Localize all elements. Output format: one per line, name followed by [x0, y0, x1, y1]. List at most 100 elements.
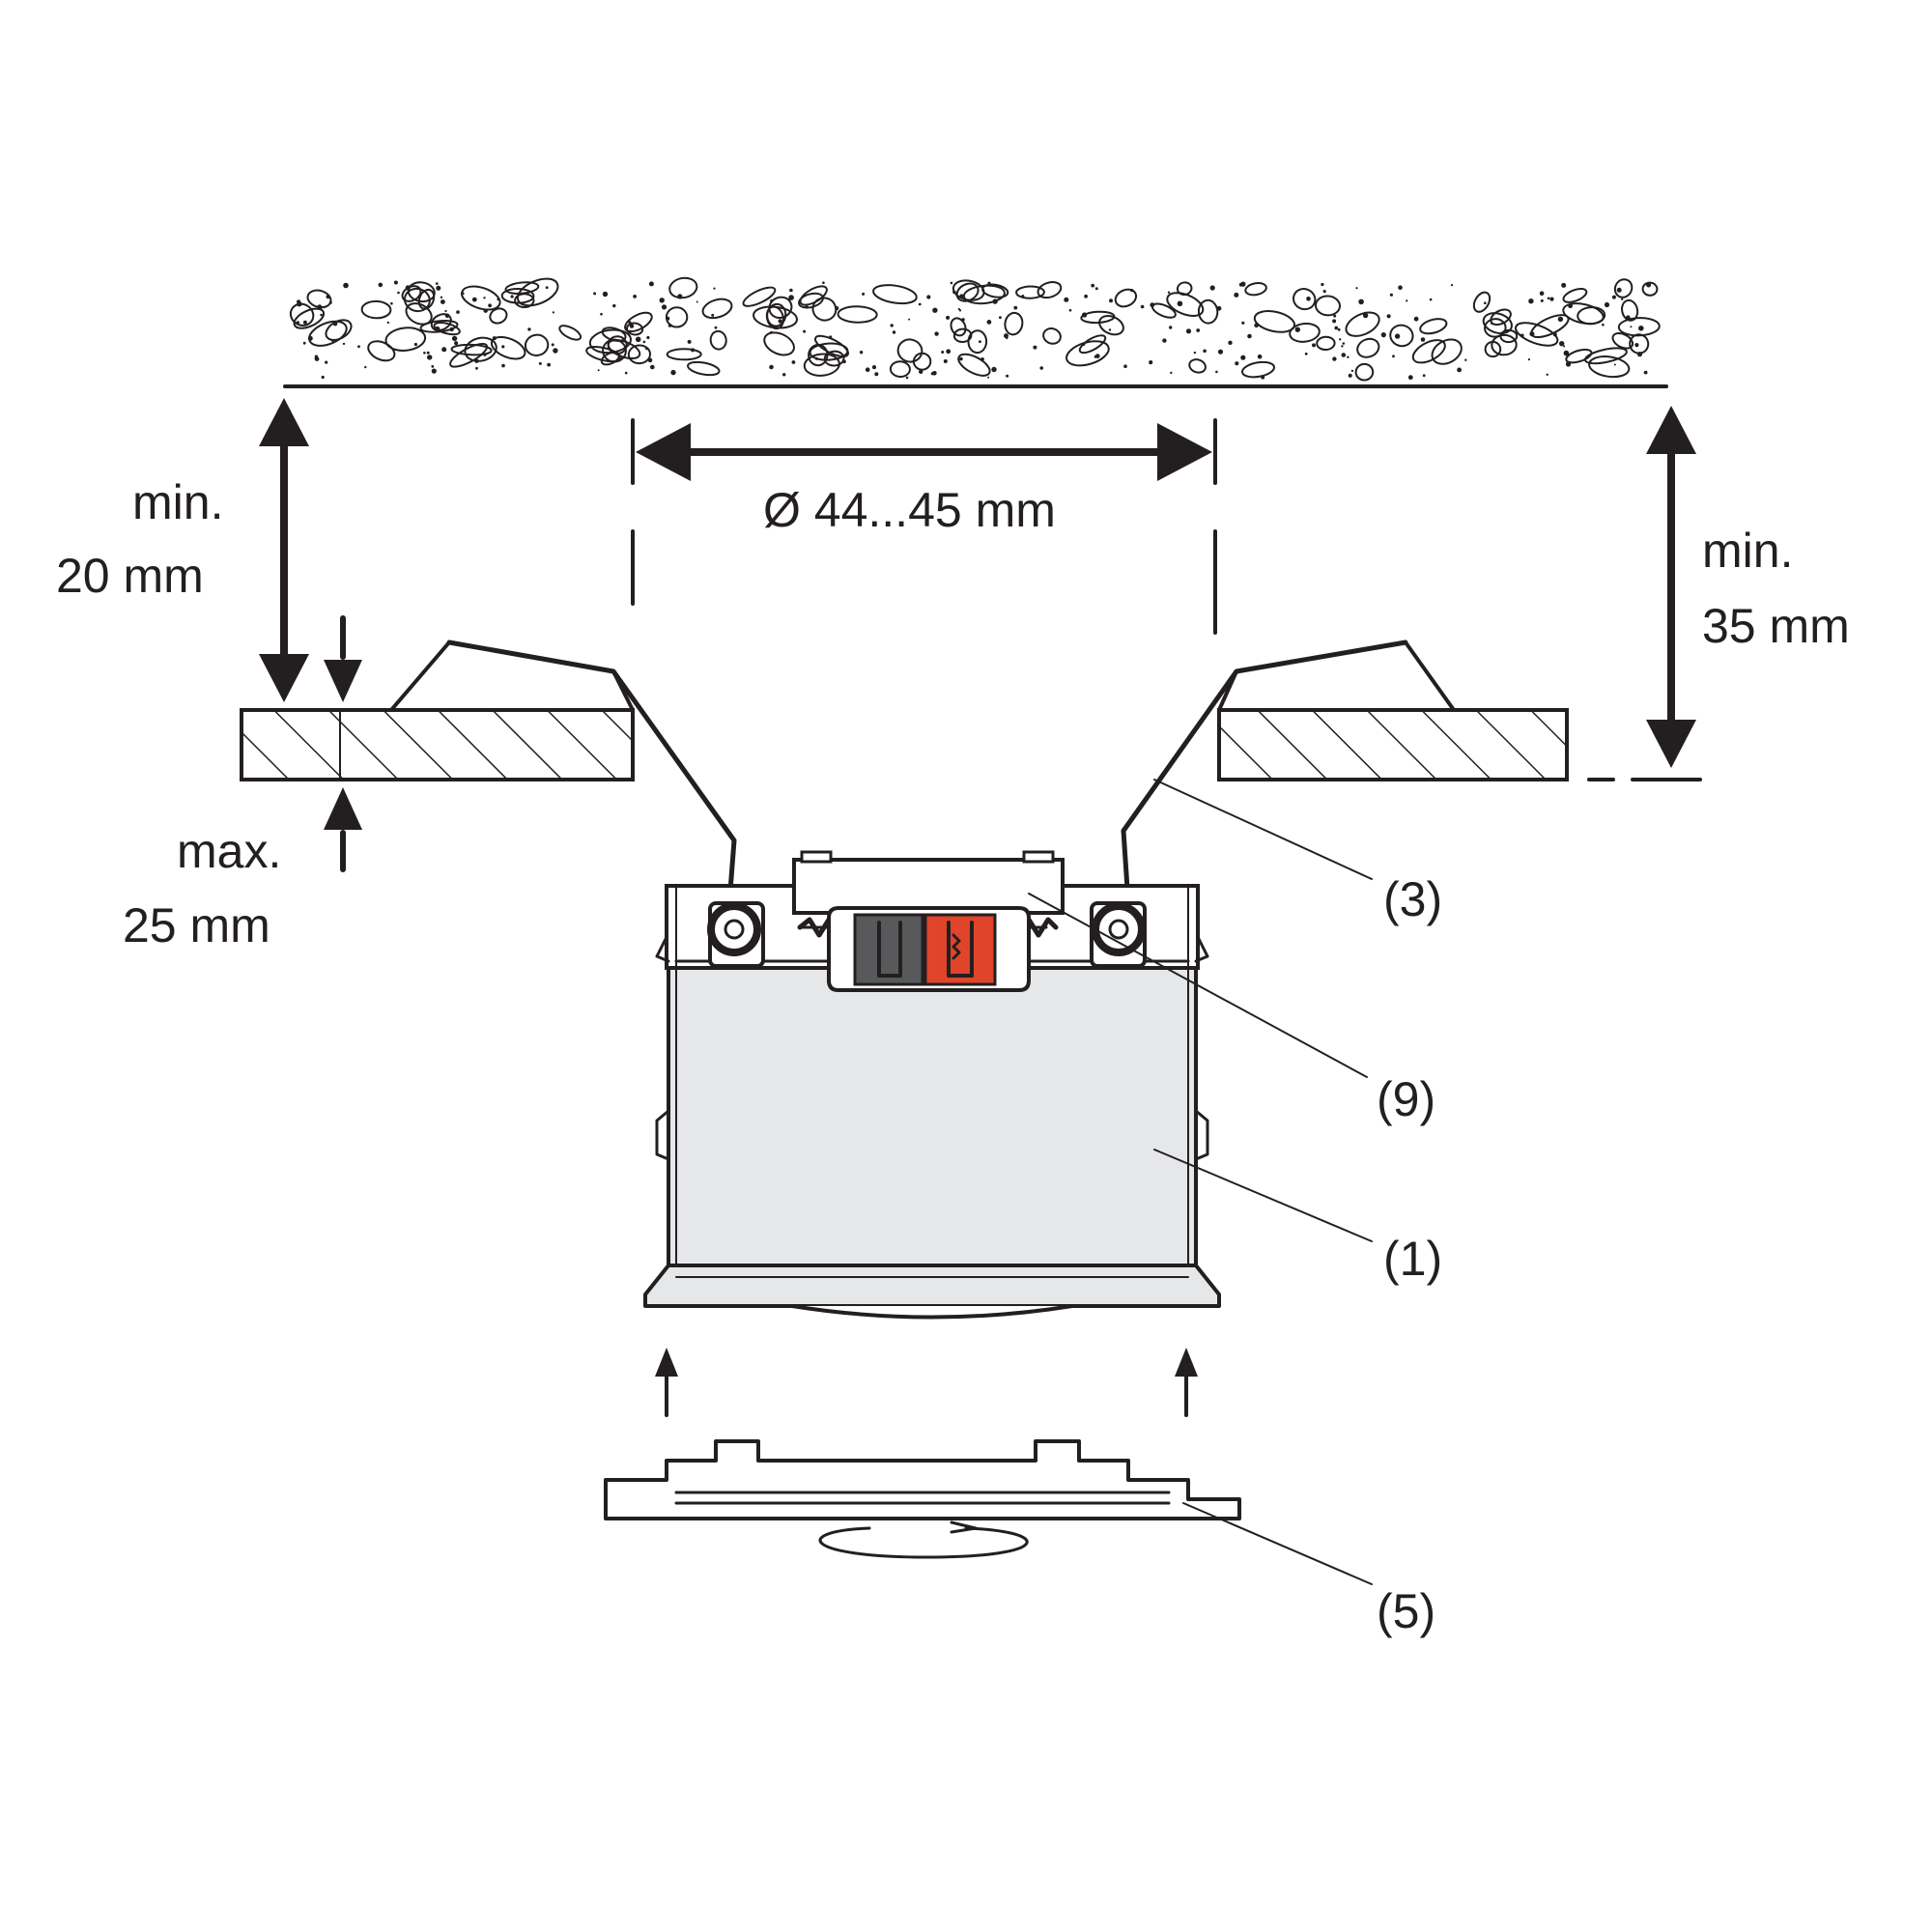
aggregate-stone [367, 340, 396, 362]
arrow-up-icon [324, 787, 362, 830]
aggregate-grain [919, 369, 923, 374]
aggregate-grain [1094, 355, 1097, 358]
aggregate-stone [1641, 281, 1659, 297]
aggregate-grain [1337, 327, 1341, 331]
aggregate-grain [943, 359, 948, 363]
aggregate-stone [325, 319, 353, 341]
aggregate-grain [405, 285, 411, 291]
aggregate-grain [1033, 345, 1037, 350]
diameter-label: Ø 44...45 mm [763, 483, 1056, 537]
aggregate-grain [980, 357, 984, 361]
aggregate-grain [1254, 323, 1259, 328]
aggregate-grain [628, 321, 632, 325]
aggregate-stone [1114, 288, 1138, 308]
aggregate-stone [768, 296, 793, 319]
aggregate-grain [1241, 321, 1245, 325]
aggregate-grain [648, 281, 654, 287]
aggregate-grain [441, 347, 447, 353]
spring-clip-left [446, 639, 737, 906]
insertion-arrow-right [1175, 1348, 1198, 1417]
aggregate-grain [1557, 316, 1564, 323]
aggregate-grain [1398, 285, 1403, 291]
aggregate-grain [1457, 367, 1462, 373]
aggregate-grain [1546, 373, 1548, 376]
aggregate-stone [1042, 327, 1062, 345]
aggregate-grain [1634, 343, 1639, 348]
aggregate-grain [650, 364, 655, 370]
aggregate-grain [986, 320, 992, 325]
aggregate-grain [357, 345, 360, 349]
aggregate-grain [1520, 333, 1524, 338]
aggregate-grain [1341, 345, 1344, 348]
aggregate-grain [475, 366, 478, 370]
aggregate-stone [588, 328, 632, 355]
aggregate-grain [791, 360, 796, 364]
aggregate-grain [661, 304, 668, 310]
terminal-block [827, 906, 1031, 992]
aggregate-stone [950, 317, 967, 337]
aggregate-grain [501, 363, 505, 368]
aggregate-grain [1347, 355, 1350, 358]
terminal-bracket [792, 850, 1065, 915]
aggregate-grain [1394, 333, 1401, 339]
aggregate-grain [325, 360, 328, 364]
aggregate-grain [1563, 345, 1566, 348]
aggregate-stone [1613, 278, 1634, 298]
aggregate-stone [1166, 292, 1205, 317]
aggregate-grain [551, 343, 554, 347]
aggregate-stone [403, 287, 431, 313]
aggregate-grain [321, 375, 325, 380]
aggregate-stone [489, 307, 508, 325]
aggregate-stone [1244, 282, 1267, 297]
aggregate-grain [1643, 370, 1648, 375]
aggregate-grain [959, 356, 963, 361]
aggregate-grain [510, 295, 514, 298]
aggregate-grain [1348, 373, 1352, 378]
aggregate-grain [1149, 360, 1153, 365]
aggregate-stone [1588, 355, 1631, 379]
aggregate-stone [1315, 295, 1341, 317]
aggregate-stone [405, 302, 433, 326]
aggregate-stone [809, 342, 849, 361]
aggregate-grain [1616, 287, 1622, 293]
terminal-grey [853, 913, 924, 986]
aggregate-grain [815, 356, 818, 360]
aggregate-grain [1341, 353, 1347, 357]
aggregate-grain [1561, 282, 1567, 288]
aggregate-stone [308, 320, 348, 347]
aggregate-grain [1238, 282, 1243, 287]
aggregate-stone [666, 348, 702, 361]
aggregate-grain [941, 351, 945, 354]
aggregate-grain [905, 376, 909, 380]
aggregate-grain [713, 287, 716, 290]
concrete-ceiling [283, 276, 1668, 388]
rotation-arrow-icon [818, 1520, 1029, 1559]
aggregate-grain [987, 376, 990, 379]
aggregate-stone [1482, 312, 1513, 335]
callout-5-label: (5) [1377, 1584, 1435, 1638]
aggregate-grain [1322, 290, 1326, 294]
aggregate-grain [1602, 323, 1605, 327]
aggregate-stone [952, 279, 985, 301]
aggregate-grain [364, 365, 367, 369]
aggregate-grain [1123, 364, 1127, 369]
min-20-line1: min. [132, 475, 223, 529]
aggregate-grain [862, 292, 866, 296]
aggregate-grain [991, 366, 997, 373]
aggregate-grain [1429, 298, 1433, 301]
aggregate-grain [1342, 342, 1346, 345]
aggregate-grain [1064, 297, 1069, 302]
mounting-eye-right [1090, 901, 1147, 968]
aggregate-grain [1261, 375, 1265, 380]
aggregate-grain [593, 292, 597, 296]
aggregate-grain [1185, 328, 1192, 334]
aggregate-stone [742, 286, 777, 307]
aggregate-grain [1355, 287, 1358, 290]
aggregate-grain [1638, 326, 1644, 331]
aggregate-grain [492, 336, 497, 341]
callout-5: (5) [1182, 1502, 1435, 1638]
aggregate-grain [488, 303, 492, 308]
aggregate-grain [393, 280, 398, 285]
aggregate-grain [1170, 371, 1173, 375]
